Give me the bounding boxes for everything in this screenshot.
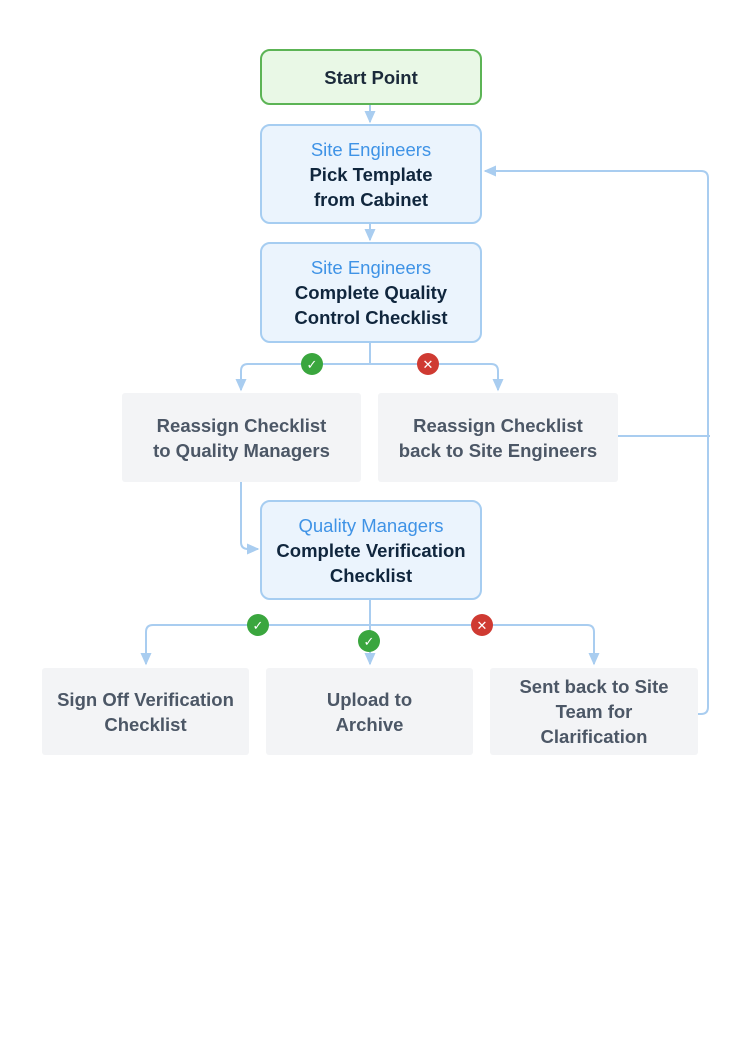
start-point-node: Start Point xyxy=(260,49,482,105)
archive-approve-badge: ✓ xyxy=(358,630,380,652)
connector-sentback-loop xyxy=(483,165,709,715)
pick-template-task-line-2: from Cabinet xyxy=(313,188,429,210)
sent-back-node: Sent back to Site Team for Clarification xyxy=(490,668,698,755)
verification-node: Quality Managers Complete Verification C… xyxy=(260,500,482,600)
pick-template-task-line-1: Pick Template xyxy=(309,163,433,185)
reassign-qm-line-1: Reassign Checklist xyxy=(156,414,327,436)
connector-reassign-to-verification xyxy=(240,482,260,555)
connector-verification-signoff xyxy=(140,624,370,666)
connector-qc-approve xyxy=(235,363,370,392)
qc-approve-badge: ✓ xyxy=(301,353,323,375)
sign-off-line-2: Checklist xyxy=(104,713,187,735)
reassign-quality-managers-node: Reassign Checklist to Quality Managers xyxy=(122,393,361,482)
verification-task-line-2: Checklist xyxy=(329,564,413,586)
complete-qc-task-line-1: Complete Quality xyxy=(294,282,448,303)
reassign-site-line-1: Reassign Checklist xyxy=(413,414,583,436)
reassign-site-line-2: back to Site Engineers xyxy=(398,439,598,461)
cross-icon: ✕ xyxy=(476,617,488,633)
connector-qc-reject xyxy=(370,363,504,392)
verification-task-line-1: Complete Verification xyxy=(276,539,466,561)
check-icon: ✓ xyxy=(252,617,264,633)
check-icon: ✓ xyxy=(363,633,375,649)
archive-line-2: Archive xyxy=(335,713,404,735)
check-icon: ✓ xyxy=(306,356,318,372)
complete-qc-role: Site Engineers xyxy=(310,257,432,278)
qc-reject-badge: ✕ xyxy=(417,353,439,375)
sent-back-line-2: Team for xyxy=(555,701,633,722)
verification-role: Quality Managers xyxy=(298,514,444,536)
signoff-approve-badge: ✓ xyxy=(247,614,269,636)
pick-template-node: Site Engineers Pick Template from Cabine… xyxy=(260,124,482,224)
archive-node: Upload to Archive xyxy=(266,668,473,755)
archive-line-1: Upload to xyxy=(326,688,413,710)
cross-icon: ✕ xyxy=(422,356,434,372)
sent-back-line-3: Clarification xyxy=(540,726,648,747)
reassign-site-engineers-node: Reassign Checklist back to Site Engineer… xyxy=(378,393,618,482)
sent-back-line-1: Sent back to Site xyxy=(519,676,669,697)
sign-off-line-1: Sign Off Verification xyxy=(57,688,234,710)
complete-qc-task-line-2: Control Checklist xyxy=(294,307,448,328)
start-point-label: Start Point xyxy=(324,66,418,88)
pick-template-role: Site Engineers xyxy=(310,138,432,160)
reassign-qm-line-2: to Quality Managers xyxy=(153,439,330,461)
connector-verification-sentback xyxy=(370,624,600,666)
sentback-reject-badge: ✕ xyxy=(471,614,493,636)
sign-off-node: Sign Off Verification Checklist xyxy=(42,668,249,755)
complete-qc-node: Site Engineers Complete Quality Control … xyxy=(260,242,482,343)
